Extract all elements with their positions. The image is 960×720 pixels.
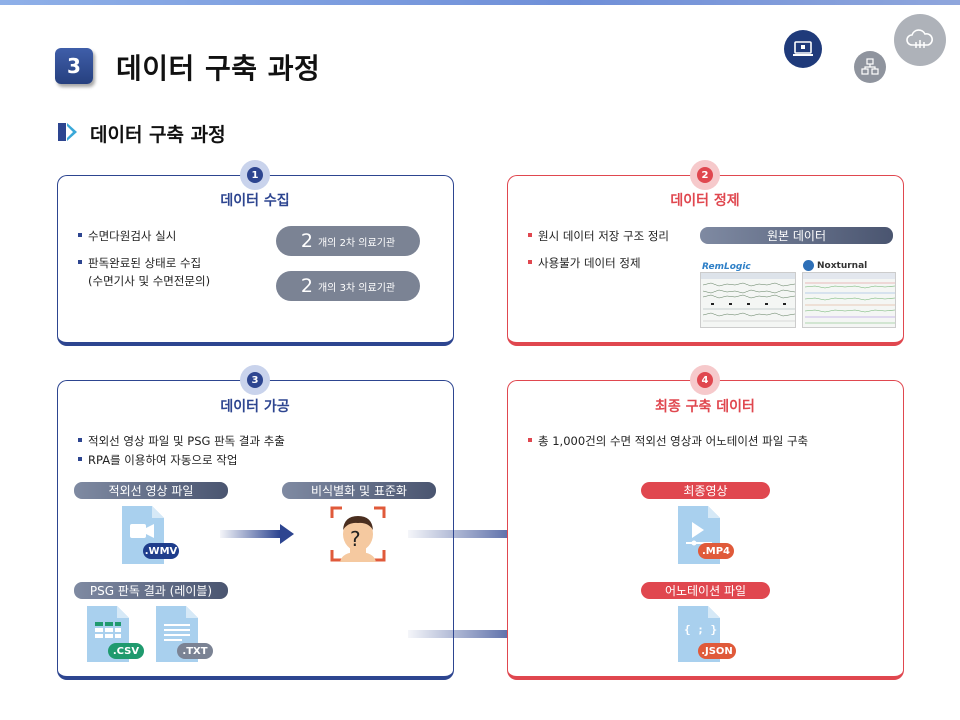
json-glyph: { ; } [684, 623, 718, 636]
section-number-badge: 3 [55, 48, 93, 84]
remlogic-logo: RemLogic [702, 262, 751, 272]
card-data-collection [57, 175, 454, 346]
noxturnal-logo-mark [803, 260, 814, 271]
noxturnal-logo: Noxturnal [817, 261, 868, 271]
card-title-final: 최종 구축 데이터 [655, 399, 755, 415]
raw-data-label: 원본 데이터 [700, 227, 893, 244]
network-icon [854, 51, 886, 83]
card-title-collection: 데이터 수집 [220, 193, 290, 209]
bullet-collection-2: 판독완료된 상태로 수집 [77, 256, 202, 270]
step-badge-2: 2 [690, 160, 720, 190]
laptop-icon [784, 30, 822, 68]
page-title: 데이터 구축 과정 [116, 52, 321, 85]
txt-tag: .TXT [177, 643, 213, 659]
mp4-tag: .MP4 [698, 543, 734, 559]
bullet-cleansing-1: 원시 데이터 저장 구조 정리 [527, 229, 670, 243]
label-psg-result: PSG 판독 결과 (레이블) [74, 582, 228, 599]
step-badge-3: 3 [240, 365, 270, 395]
arrow-right-icon [220, 524, 294, 544]
top-accent-bar [0, 0, 960, 5]
face-question-mark: ? [350, 527, 361, 551]
label-annotation-file: 어노테이션 파일 [641, 582, 770, 599]
label-ir-video: 적외선 영상 파일 [74, 482, 228, 499]
json-tag: .JSON [698, 643, 736, 659]
remlogic-screenshot [700, 272, 796, 328]
step-badge-1: 1 [240, 160, 270, 190]
wmv-tag: .WMV [143, 543, 179, 559]
card-title-cleansing: 데이터 정제 [670, 193, 740, 209]
label-final-video: 최종영상 [641, 482, 770, 499]
bullet-cleansing-2: 사용불가 데이터 정제 [528, 256, 641, 270]
bullet-final-1: 총 1,000건의 수면 적외선 영상과 어노테이션 파일 구축 [527, 434, 809, 448]
section-title: 데이터 구축 과정 [90, 124, 226, 146]
bullet-processing-2: RPA를 이용하여 자동으로 작업 [77, 453, 238, 467]
face-scan-icon [330, 506, 386, 566]
cloud-icon [894, 14, 946, 66]
csv-tag: .CSV [108, 643, 144, 659]
section-marker-icon [58, 123, 77, 141]
card-title-processing: 데이터 가공 [220, 399, 290, 415]
bullet-collection-1: 수면다원검사 실시 [77, 229, 177, 243]
step-badge-4: 4 [690, 365, 720, 395]
bullet-processing-1: 적외선 영상 파일 및 PSG 판독 결과 추출 [78, 434, 285, 448]
label-deidentify: 비식별화 및 표준화 [282, 482, 436, 499]
collection-subnote: (수면기사 및 수면전문의) [88, 274, 211, 288]
video-icon [130, 524, 154, 538]
noxturnal-screenshot [802, 272, 896, 328]
